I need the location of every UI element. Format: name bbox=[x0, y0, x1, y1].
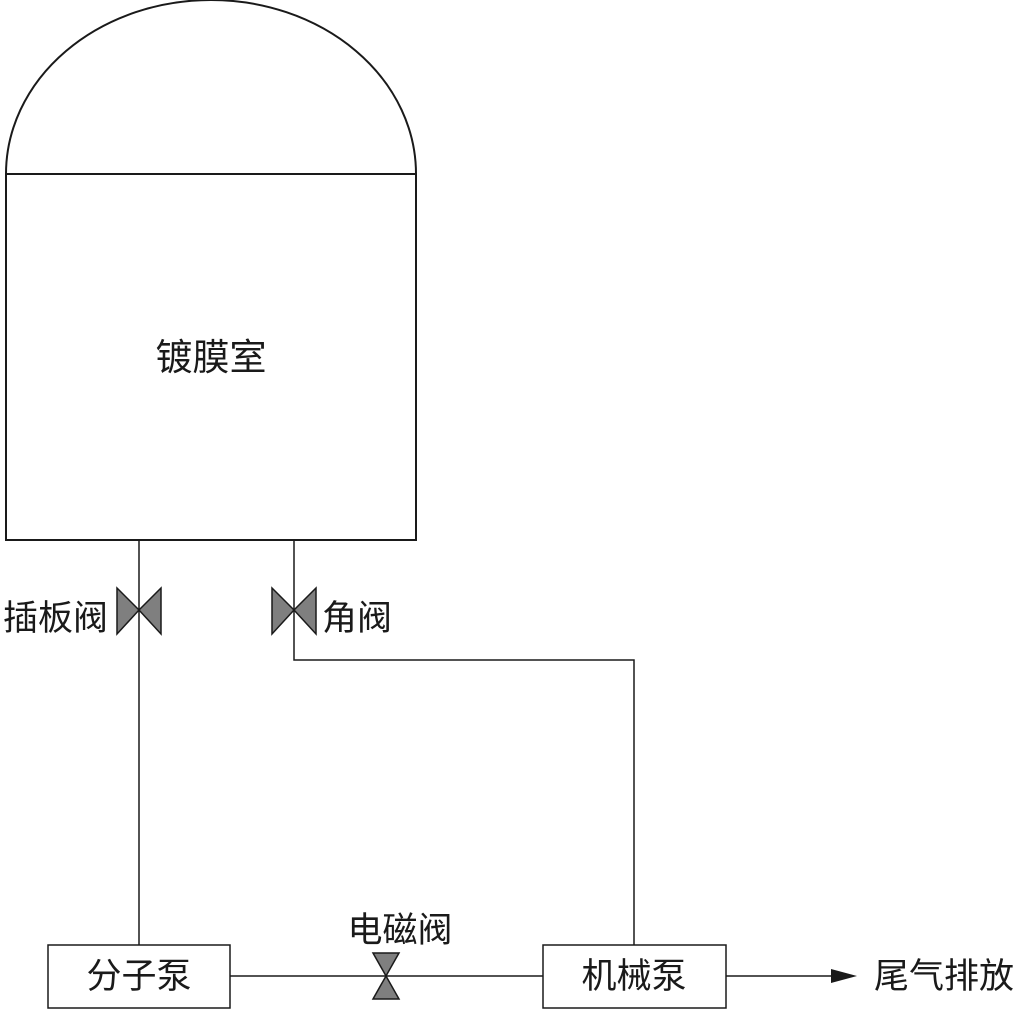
chamber-body bbox=[5, 173, 417, 541]
coating-chamber bbox=[5, 0, 417, 541]
solenoid-valve-icon bbox=[371, 952, 401, 1000]
molecular-pump-box bbox=[47, 944, 231, 1009]
solenoid-valve-label: 电磁阀 bbox=[347, 911, 452, 951]
chamber-label: 镀膜室 bbox=[156, 336, 267, 379]
exhaust-label: 尾气排放 bbox=[874, 957, 1014, 997]
gate-valve-label: 插板阀 bbox=[3, 599, 108, 639]
chamber-dome bbox=[5, 0, 417, 175]
gate-valve-icon bbox=[116, 586, 162, 636]
angle-valve-label: 角阀 bbox=[322, 599, 392, 639]
exhaust-arrow-icon bbox=[831, 969, 857, 983]
molecular-pump-label: 分子泵 bbox=[86, 957, 191, 997]
pipe-chamber-to-mechanical-pump bbox=[293, 540, 635, 945]
angle-valve-icon bbox=[271, 586, 317, 636]
mechanical-pump-label: 机械泵 bbox=[581, 957, 686, 997]
mechanical-pump-box bbox=[542, 944, 727, 1009]
